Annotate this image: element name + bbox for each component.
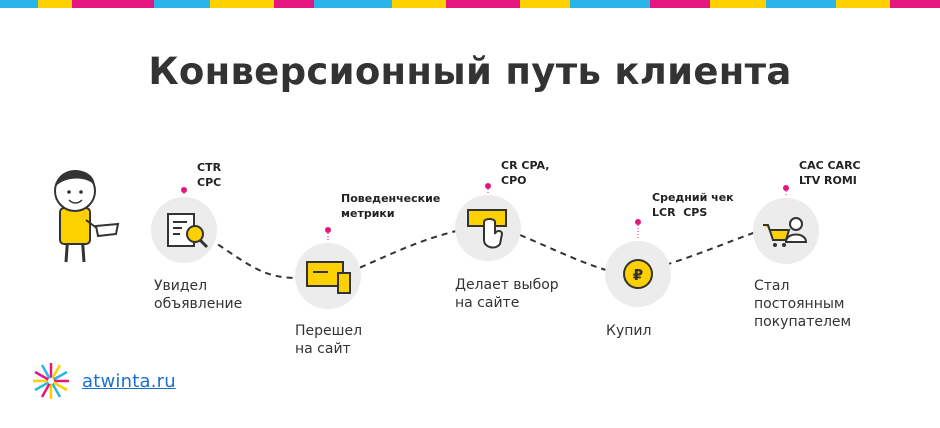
step-1-marker-dot xyxy=(181,187,187,193)
step-1-metrics: CTR CPC xyxy=(197,161,222,189)
step-5-label: Стал постоянным покупателем xyxy=(754,278,852,330)
step-4-label: Купил xyxy=(606,323,652,339)
step-3-marker-dot xyxy=(485,183,491,189)
step-3-label: Делает выбор на сайте xyxy=(455,277,559,311)
pointer-click-icon xyxy=(467,209,507,249)
step-2-marker-dot xyxy=(325,227,331,233)
step-5-marker-dot xyxy=(783,185,789,191)
path-connector xyxy=(199,229,757,279)
person-pointing-icon xyxy=(54,170,120,263)
step-2-label: Перешел на сайт xyxy=(295,323,363,357)
step-5-metrics: CAC CARC LTV ROMI xyxy=(799,159,861,187)
top-color-stripe xyxy=(0,0,940,8)
step-3-metrics: CR CPA, CPO xyxy=(501,159,550,187)
step-1-label: Увидел объявление xyxy=(154,278,243,312)
browser-devices-icon xyxy=(306,261,351,294)
document-search-icon xyxy=(167,213,209,249)
page-title: Конверсионный путь клиента xyxy=(148,50,792,93)
ruble-coin-icon: ₽ xyxy=(623,259,653,289)
atwinta-logo-icon xyxy=(33,363,69,399)
step-4-metrics: Средний чек LCR CPS xyxy=(652,191,734,219)
cart-user-icon xyxy=(763,217,808,247)
step-2-metrics: Поведенческие метрики xyxy=(341,192,441,220)
svg-text:₽: ₽ xyxy=(633,266,643,284)
atwinta-site-link[interactable]: atwinta.ru xyxy=(82,371,176,392)
step-4-marker-dot xyxy=(635,219,641,225)
